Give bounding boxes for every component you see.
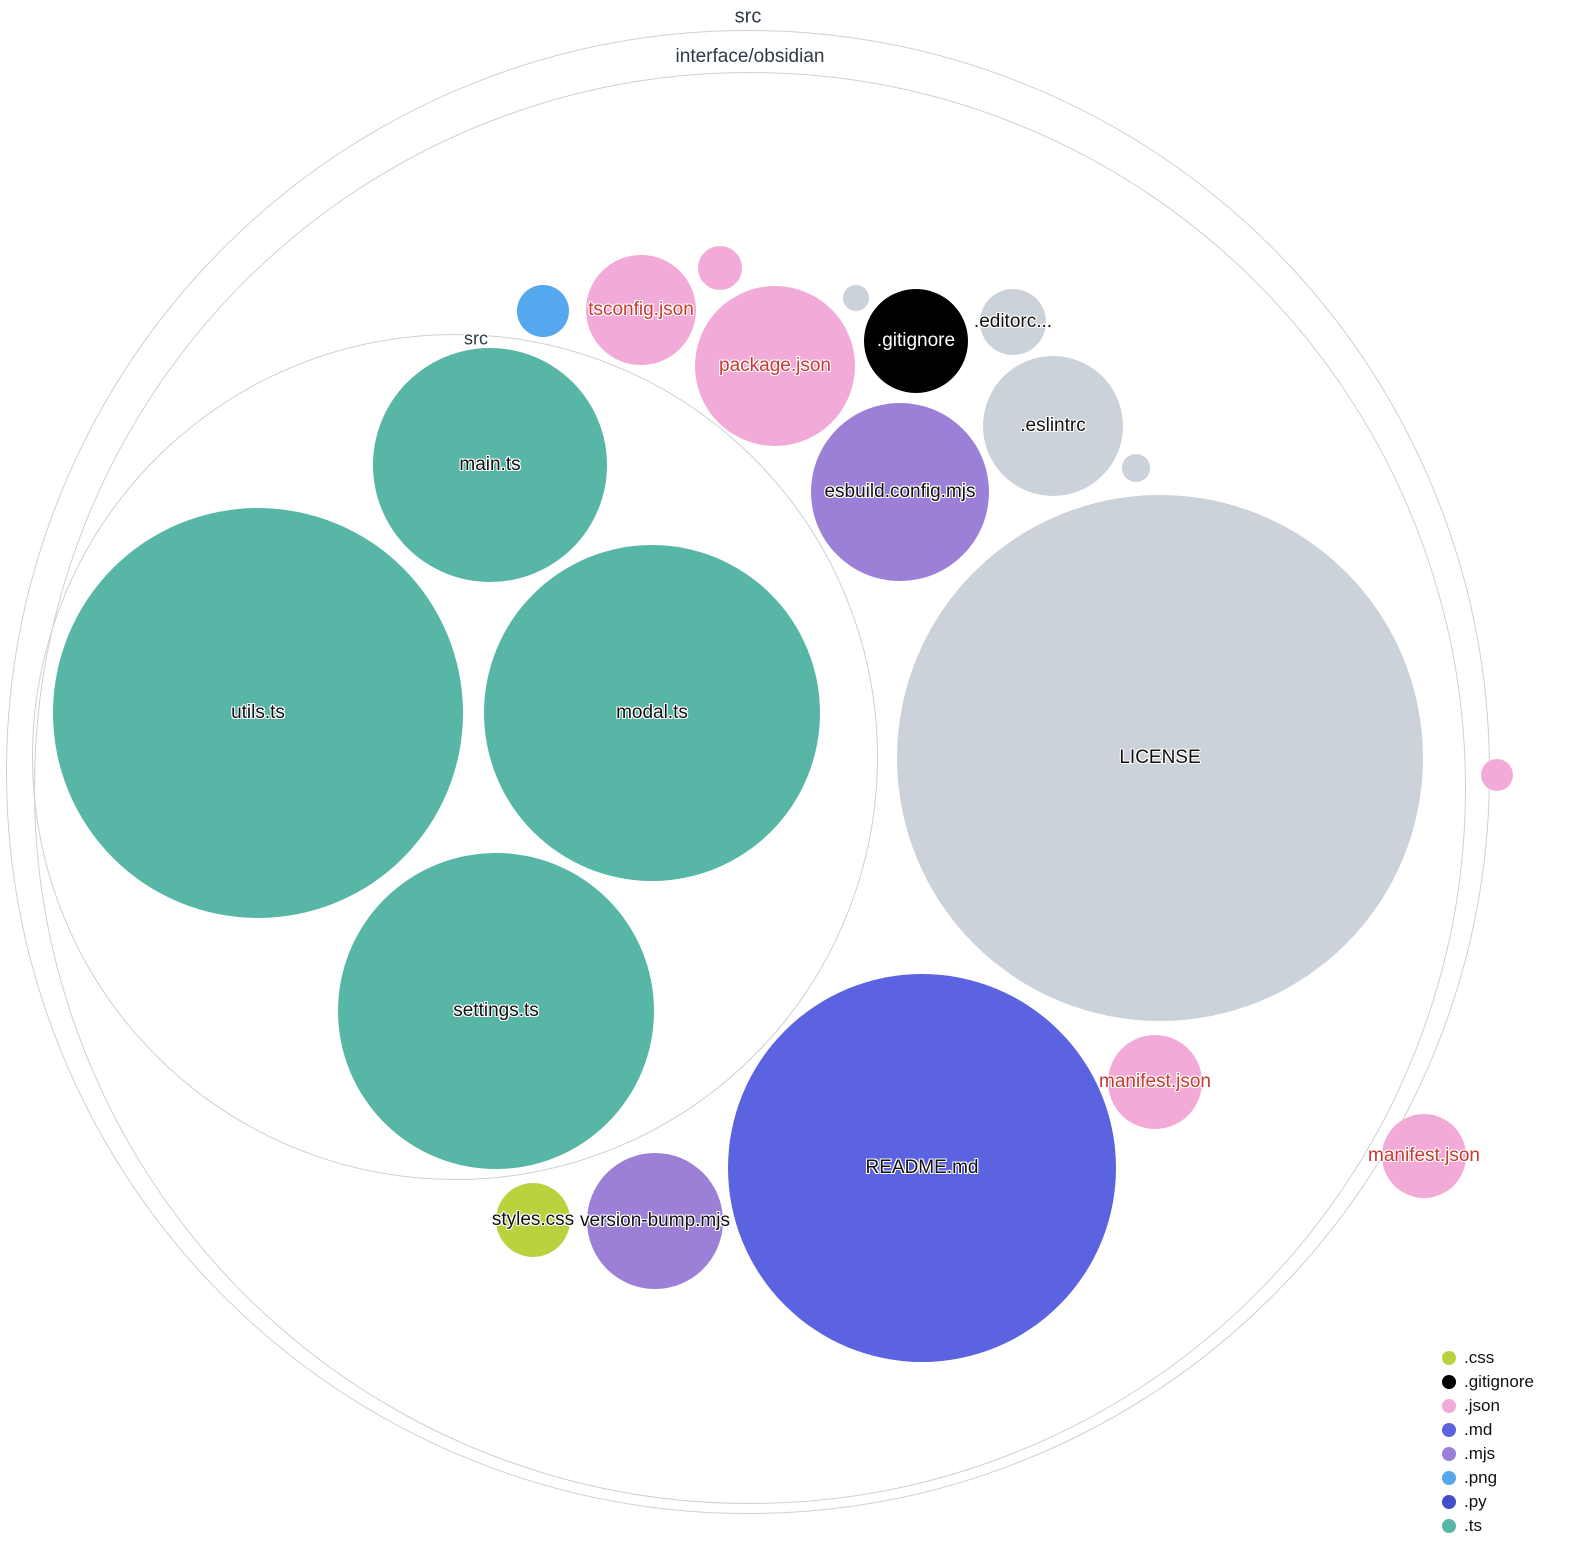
file-main-ts-circle[interactable] bbox=[373, 348, 607, 582]
file-eslintrc-circle[interactable] bbox=[983, 356, 1123, 496]
legend-label-json: .json bbox=[1464, 1395, 1500, 1415]
file-utils-ts-circle[interactable] bbox=[53, 508, 463, 918]
legend-item-css: .css bbox=[1442, 1348, 1534, 1367]
legend-item-json: .json bbox=[1442, 1396, 1534, 1415]
file-tsconfig-json-circle[interactable] bbox=[586, 255, 696, 365]
legend-label-py: .py bbox=[1464, 1491, 1487, 1511]
legend: .css .gitignore .json .md .mjs .png .py .ts bbox=[1442, 1348, 1534, 1535]
file-manifest-json-inner-circle[interactable] bbox=[1108, 1035, 1202, 1129]
legend-label-png: .png bbox=[1464, 1467, 1498, 1487]
legend-item-md: .md bbox=[1442, 1420, 1534, 1439]
folder-src-circle[interactable] bbox=[32, 334, 878, 1180]
legend-dot-ts bbox=[1442, 1518, 1456, 1533]
legend-label-css: .css bbox=[1464, 1347, 1495, 1367]
file-gitignore-circle[interactable] bbox=[864, 289, 968, 393]
legend-item-py: .py bbox=[1442, 1492, 1534, 1511]
file-editorconfig-circle[interactable] bbox=[980, 289, 1046, 355]
file-license-circle[interactable] bbox=[897, 495, 1423, 1021]
legend-label-ts: .ts bbox=[1464, 1515, 1482, 1535]
file-gray-dot-1-circle[interactable] bbox=[843, 285, 869, 311]
legend-dot-md bbox=[1442, 1422, 1456, 1437]
legend-dot-py bbox=[1442, 1494, 1456, 1509]
root-src-label: src bbox=[734, 5, 762, 28]
legend-dot-png bbox=[1442, 1470, 1456, 1485]
file-esbuild-config-mjs-circle[interactable] bbox=[811, 403, 989, 581]
file-manifest-json-outer-circle[interactable] bbox=[1382, 1114, 1466, 1198]
file-json-small-top-circle[interactable] bbox=[698, 246, 742, 290]
legend-label-md: .md bbox=[1464, 1419, 1493, 1439]
legend-dot-json bbox=[1442, 1398, 1456, 1413]
file-version-bump-mjs-circle[interactable] bbox=[587, 1153, 723, 1289]
legend-item-png: .png bbox=[1442, 1468, 1534, 1487]
legend-item-ts: .ts bbox=[1442, 1516, 1534, 1535]
legend-item-mjs: .mjs bbox=[1442, 1444, 1534, 1463]
file-settings-ts-circle[interactable] bbox=[338, 853, 654, 1169]
file-package-json-circle[interactable] bbox=[695, 286, 855, 446]
file-json-dot-right-circle[interactable] bbox=[1481, 759, 1513, 791]
legend-dot-css bbox=[1442, 1350, 1456, 1365]
legend-label-gitignore: .gitignore bbox=[1464, 1371, 1534, 1391]
legend-item-gitignore: .gitignore bbox=[1442, 1372, 1534, 1391]
legend-label-mjs: .mjs bbox=[1464, 1443, 1496, 1463]
legend-dot-gitignore bbox=[1442, 1374, 1456, 1389]
file-gray-dot-2-circle[interactable] bbox=[1122, 454, 1150, 482]
file-readme-md-circle[interactable] bbox=[728, 974, 1116, 1362]
legend-dot-mjs bbox=[1442, 1446, 1456, 1461]
file-modal-ts-circle[interactable] bbox=[484, 545, 820, 881]
file-styles-css-circle[interactable] bbox=[496, 1183, 570, 1257]
file-png-small-circle[interactable] bbox=[517, 285, 569, 337]
